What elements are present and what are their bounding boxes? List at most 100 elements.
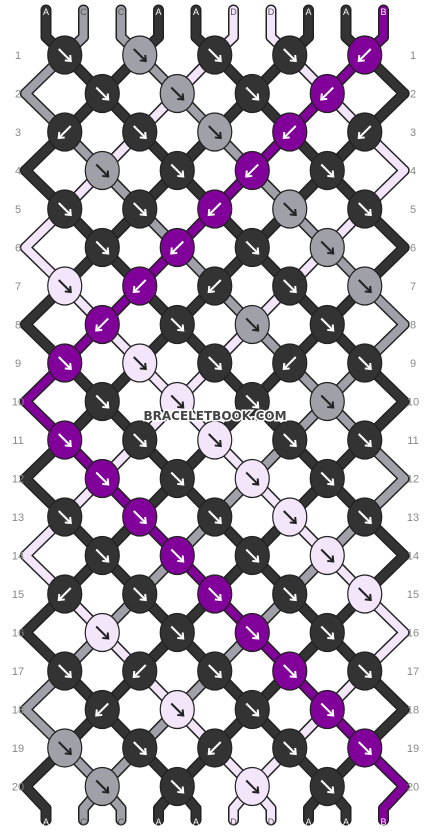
knot-arrow-shaft: [283, 587, 297, 601]
knot-arrow-shaft: [58, 433, 72, 447]
knot-arrow-shaft: [133, 356, 147, 370]
row-label-left: 15: [12, 589, 24, 601]
knot-arrow-head: [214, 362, 222, 371]
knot-layer: [47, 35, 383, 807]
knot-arrow-shaft: [95, 702, 109, 717]
knot-arrow-head: [364, 285, 372, 294]
row-label-right: 19: [407, 743, 419, 755]
knot-arrow-head: [252, 786, 260, 794]
knot-arrow-head: [214, 670, 222, 679]
knot-arrow-head: [364, 362, 372, 371]
knot-arrow-head: [327, 170, 335, 178]
row-label-right: 9: [410, 358, 416, 370]
knot-arrow-head: [57, 593, 65, 602]
knot-arrow-shaft: [95, 86, 109, 101]
row-label-left: 20: [12, 782, 24, 794]
row-label-right: 12: [407, 474, 419, 486]
knot-arrow-shaft: [133, 741, 147, 755]
row-label-left: 1: [15, 50, 21, 62]
knot-arrow-head: [64, 208, 72, 217]
row-label-right: 15: [407, 589, 419, 601]
knot-arrow-shaft: [358, 664, 372, 678]
strand-letter-bottom: B: [380, 817, 386, 827]
knot-arrow-head: [64, 54, 72, 63]
knot-arrow-head: [64, 285, 72, 294]
knot-arrow-shaft: [58, 510, 72, 524]
knot-arrow-shaft: [358, 356, 372, 370]
knot-arrow-head: [132, 670, 140, 679]
knot-arrow-head: [214, 439, 222, 448]
knot-arrow-head: [252, 709, 260, 717]
strand-letter-top: A: [305, 7, 311, 17]
knot-arrow-head: [289, 516, 297, 525]
knot-arrow-head: [327, 786, 335, 794]
knot-arrow-shaft: [170, 240, 184, 255]
row-label-right: 7: [410, 281, 416, 293]
knot-arrow-head: [252, 93, 260, 101]
knot-arrow-head: [177, 709, 185, 717]
knot-arrow-shaft: [358, 48, 372, 62]
strand-letter-top: A: [193, 7, 199, 17]
knot-arrow-shaft: [133, 510, 147, 524]
knot-arrow-shaft: [133, 202, 147, 216]
row-label-left: 5: [15, 204, 21, 216]
knot-arrow-shaft: [245, 548, 259, 563]
knot-arrow-shaft: [358, 202, 372, 216]
row-label-right: 4: [410, 166, 416, 178]
knot-arrow-shaft: [283, 279, 297, 293]
knot-arrow-shaft: [208, 587, 222, 601]
knot-arrow-shaft: [58, 48, 72, 62]
knot-arrow-shaft: [320, 317, 334, 332]
knot-arrow-shaft: [170, 625, 184, 640]
knot-arrow-shaft: [95, 240, 109, 255]
knot-arrow-shaft: [95, 548, 109, 563]
row-label-right: 6: [410, 243, 416, 255]
watermark: BRACELETBOOK.COM: [143, 409, 286, 423]
knot-arrow-shaft: [320, 86, 334, 101]
row-label-right: 14: [407, 551, 419, 563]
row-label-left: 7: [15, 281, 21, 293]
row-label-right: 13: [407, 512, 419, 524]
knot-arrow-shaft: [95, 779, 109, 794]
row-label-left: 18: [12, 705, 24, 717]
row-label-left: 9: [15, 358, 21, 370]
row-label-right: 16: [407, 628, 419, 640]
knot-arrow-shaft: [358, 741, 372, 755]
knot-arrow-shaft: [245, 779, 259, 794]
knot-arrow-head: [327, 632, 335, 640]
knot-arrow-head: [207, 285, 215, 294]
row-label-left: 13: [12, 512, 24, 524]
knot-arrow-head: [132, 285, 140, 294]
knot-arrow-shaft: [245, 394, 259, 409]
knot-arrow-head: [57, 131, 65, 140]
row-label-left: 4: [15, 166, 21, 178]
knot-arrow-head: [289, 54, 297, 63]
strand-letter-bottom: A: [305, 817, 311, 827]
knot-arrow-head: [177, 170, 185, 178]
knot-arrow-head: [139, 362, 147, 371]
knot-arrow-shaft: [358, 279, 372, 293]
row-label-left: 17: [12, 666, 24, 678]
knot-arrow-head: [364, 593, 372, 602]
knot-arrow-head: [177, 93, 185, 101]
knot-arrow-shaft: [283, 741, 297, 755]
knot-arrow-shaft: [95, 394, 109, 409]
knot-arrow-shaft: [208, 741, 222, 755]
strand-letter-bottom: D: [268, 817, 275, 827]
knot-arrow-shaft: [320, 625, 334, 640]
strand-letter-top: D: [268, 7, 275, 17]
knot-arrow-shaft: [283, 125, 297, 139]
knot-arrow-shaft: [283, 48, 297, 62]
knot-arrow-shaft: [245, 471, 259, 486]
knot-arrow-shaft: [58, 664, 72, 678]
knot-arrow-shaft: [208, 433, 222, 447]
knot-arrow-head: [102, 786, 110, 794]
knot-arrow-head: [139, 593, 147, 602]
knot-arrow-head: [64, 362, 72, 371]
knot-arrow-shaft: [58, 587, 72, 601]
knot-arrow-shaft: [283, 356, 297, 370]
knot-arrow-shaft: [133, 433, 147, 447]
row-label-right: 3: [410, 127, 416, 139]
knot-arrow-shaft: [208, 664, 222, 678]
